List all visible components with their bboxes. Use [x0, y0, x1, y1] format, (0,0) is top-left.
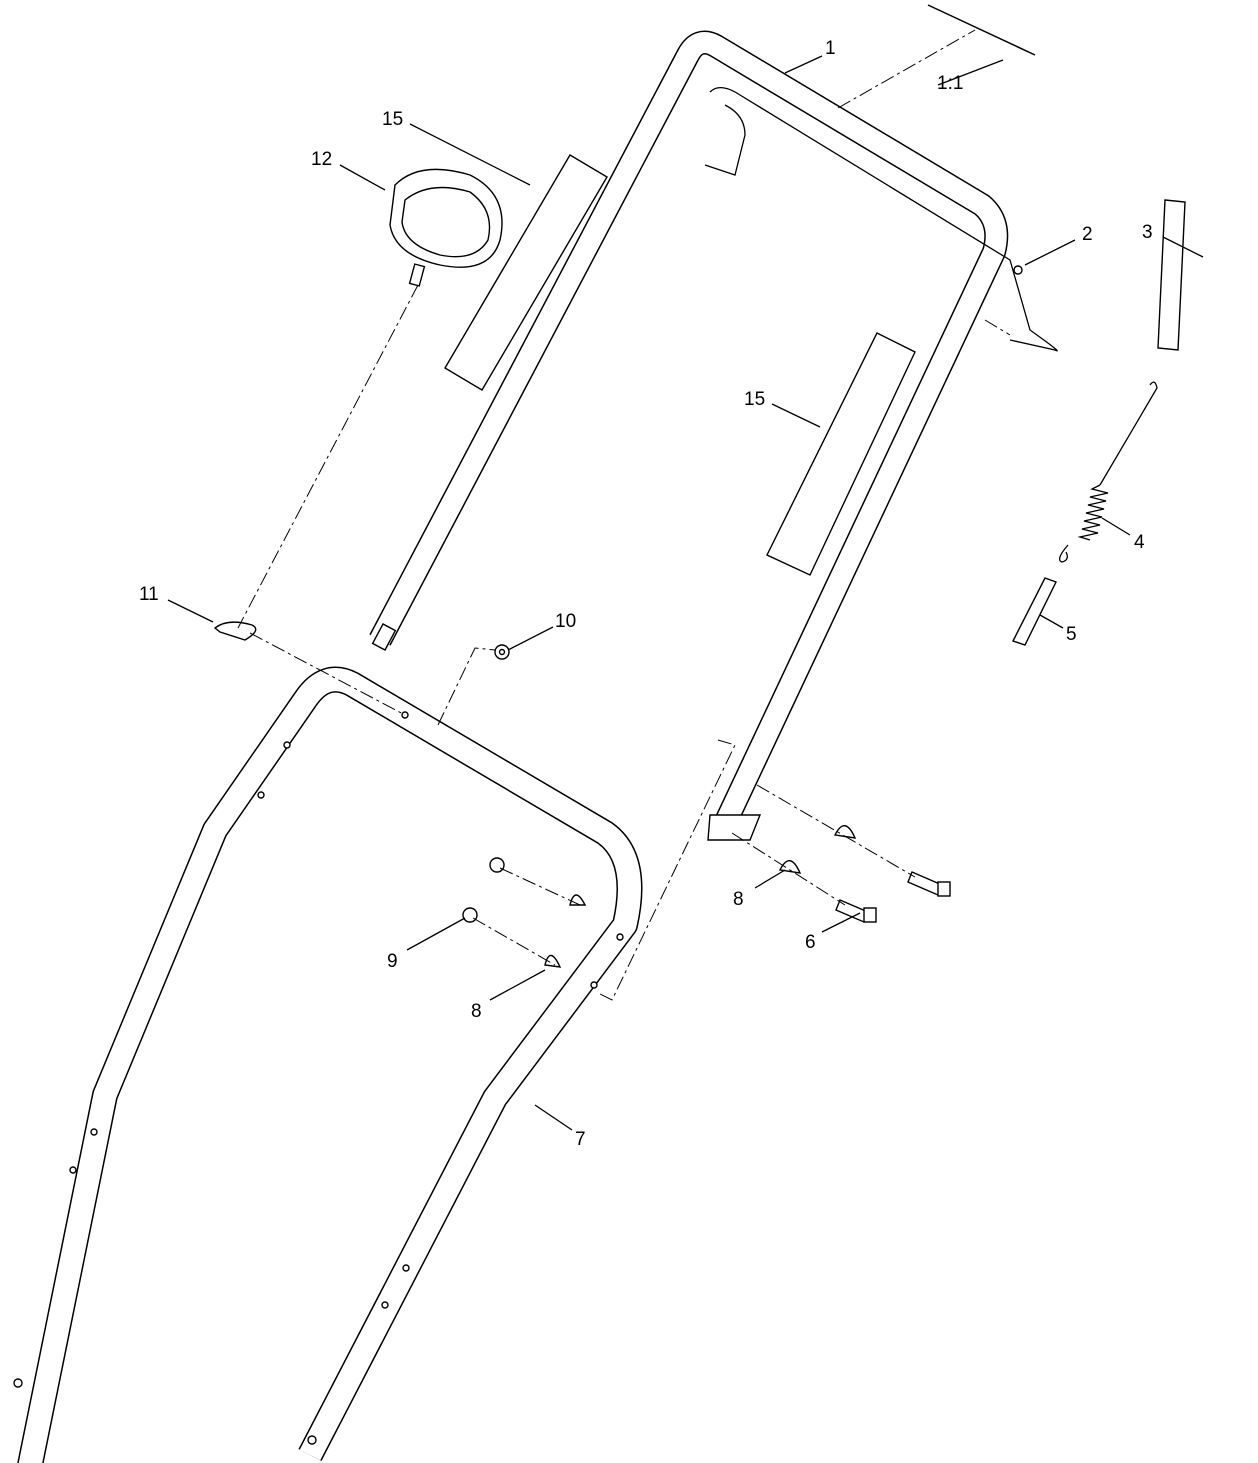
- scale-note: 1:1: [937, 73, 963, 94]
- section-line: [927, 4, 1036, 56]
- callout-8: 8: [471, 1001, 482, 1022]
- upper-handle-part-1: [369, 30, 1009, 841]
- decal-part-15-left: [444, 154, 608, 391]
- callout-15: 15: [744, 389, 765, 410]
- callout-9: 9: [387, 951, 398, 972]
- lower-handle-part-7: [13, 666, 643, 1463]
- callout-7: 7: [575, 1129, 586, 1150]
- callout-4: 4: [1134, 532, 1145, 553]
- callout-15: 15: [382, 109, 403, 130]
- callout-1: 1: [825, 38, 836, 59]
- callout-5: 5: [1066, 624, 1077, 645]
- callout-11: 11: [139, 584, 159, 605]
- callout-2: 2: [1082, 224, 1093, 245]
- adjuster-plate-part-5: [1012, 577, 1057, 646]
- grip-tube-part-3: [1157, 199, 1186, 351]
- control-bail-part-2: [704, 87, 1058, 352]
- grip-part-12: [389, 168, 503, 287]
- callout-10: 10: [555, 611, 576, 632]
- callout-8: 8: [733, 889, 744, 910]
- spring-part-4: [1058, 381, 1158, 563]
- callout-12: 12: [311, 149, 332, 170]
- callout-3: 3: [1142, 222, 1153, 243]
- decal-part-15-right: [766, 332, 916, 576]
- leader-lines: [167, 55, 1204, 1131]
- alignment-lines: [237, 29, 1011, 1001]
- callout-6: 6: [805, 932, 816, 953]
